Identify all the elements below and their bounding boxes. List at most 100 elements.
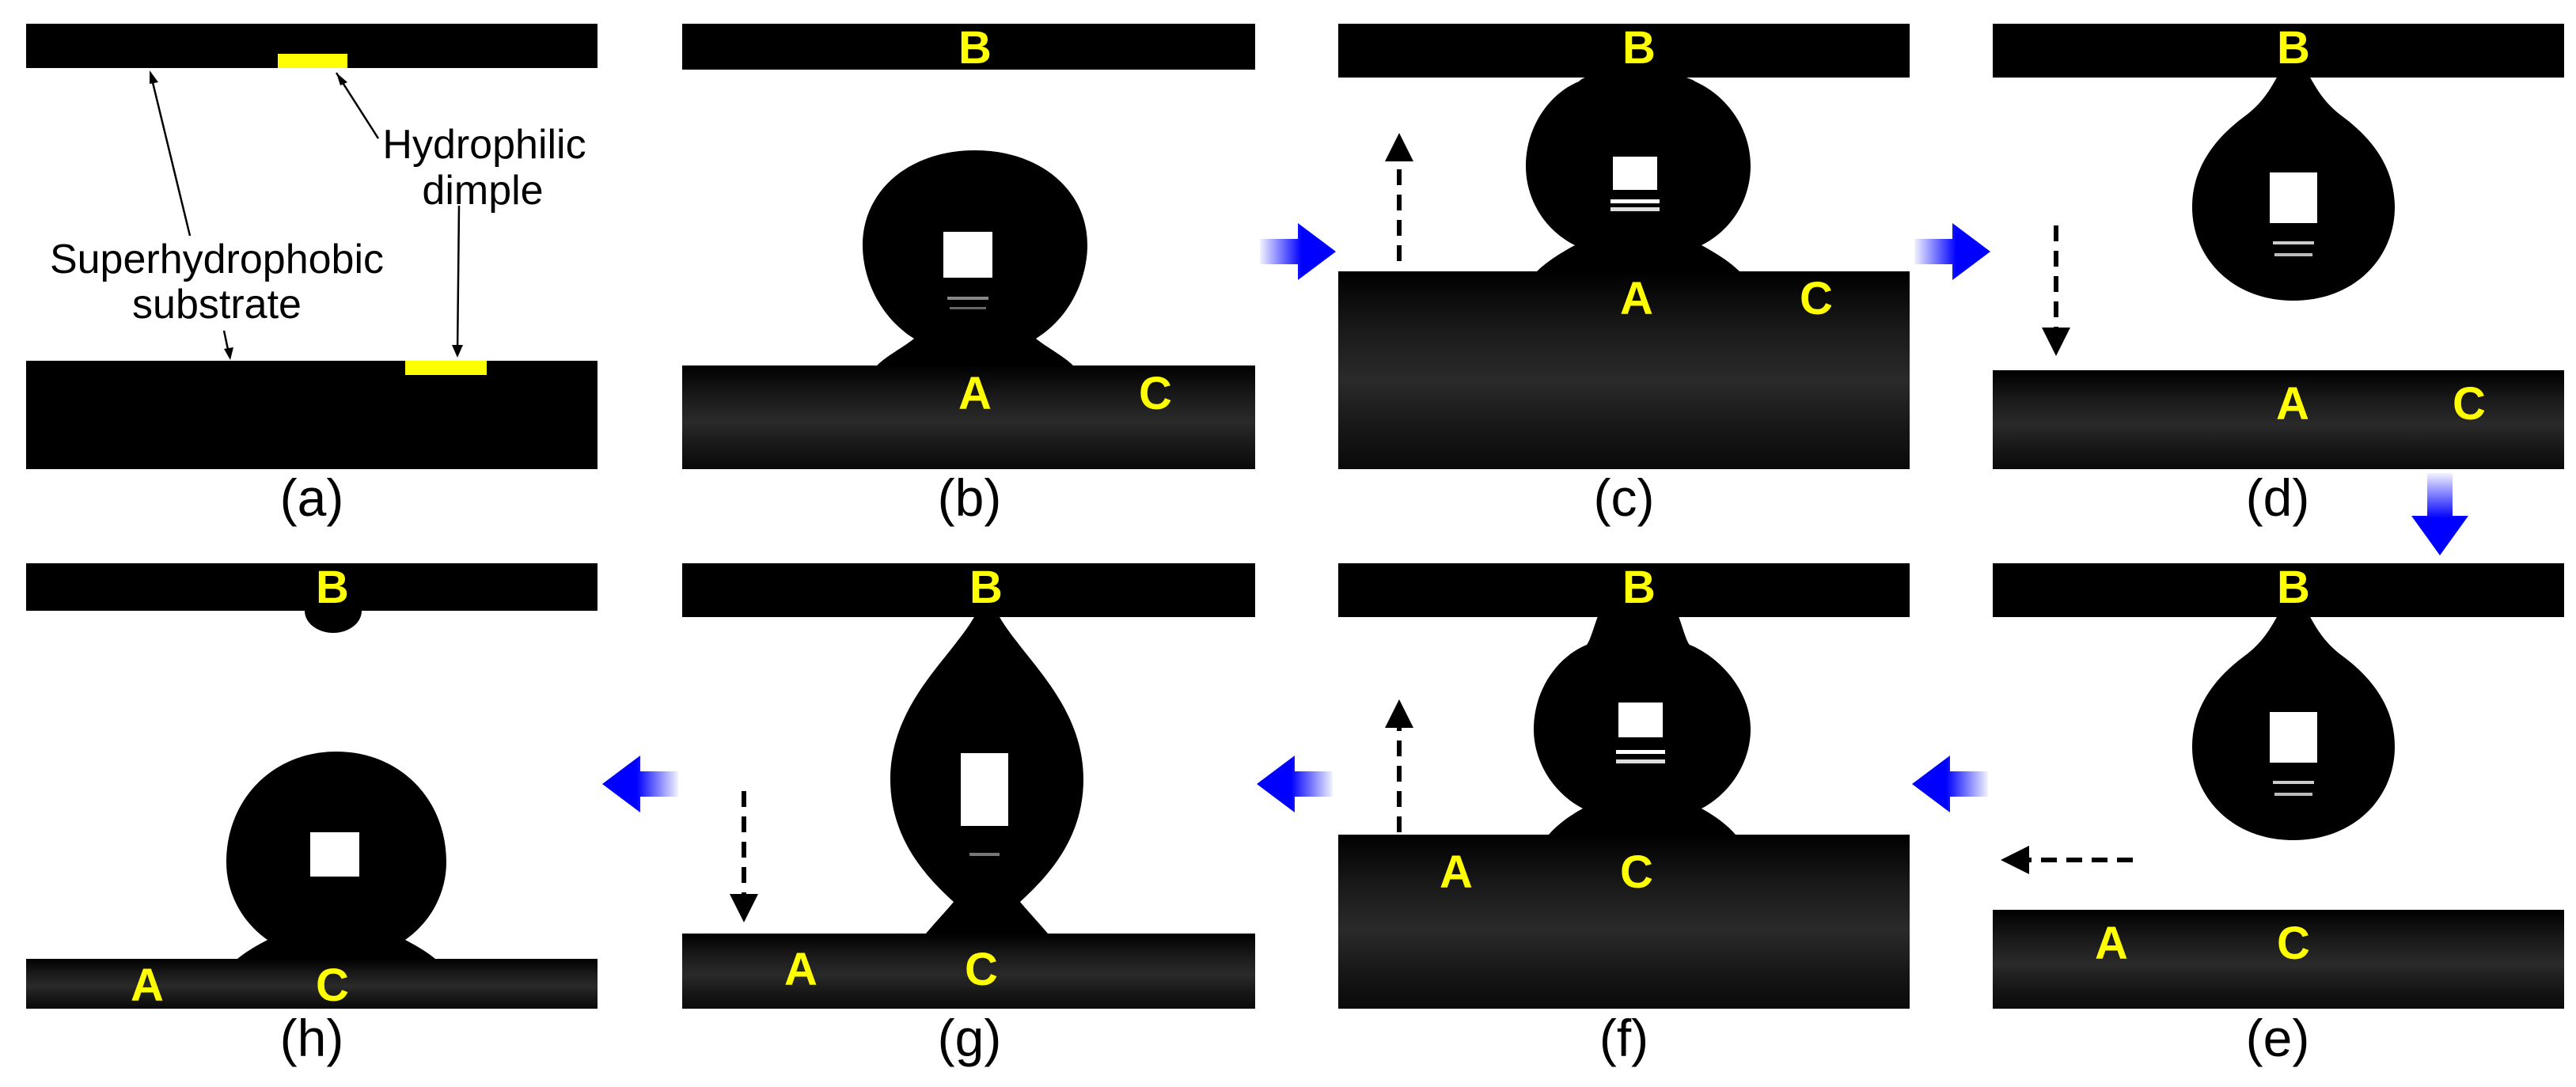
bottom-hydrophilic-dimple — [405, 361, 487, 375]
panel-d: B A C (d) — [1993, 22, 2564, 527]
droplet-highlight — [2270, 172, 2317, 223]
pointer-head-icon — [224, 347, 233, 360]
dashed-motion-arrow-icon — [730, 791, 758, 922]
caption-f: (f) — [1599, 1009, 1648, 1067]
bottom-substrate — [682, 934, 1255, 1009]
residual-droplet — [305, 611, 362, 633]
dashed-motion-arrow-icon — [2042, 225, 2070, 356]
caption-a: (a) — [280, 468, 344, 527]
hydrophilic-label-line1: Hydrophilic — [382, 122, 586, 168]
panel-c: B A C (c) — [1338, 22, 1910, 527]
point-a-label: A — [958, 368, 992, 419]
point-c-label: C — [965, 944, 998, 995]
pointer-head-icon — [452, 345, 463, 358]
caption-g: (g) — [938, 1009, 1002, 1067]
droplet-reflection — [1616, 750, 1665, 754]
droplet-highlight — [1618, 703, 1663, 737]
caption-b: (b) — [938, 468, 1002, 527]
point-c-label: C — [316, 960, 349, 1011]
droplet-reflection — [1616, 759, 1665, 763]
point-a-label: A — [1440, 846, 1473, 898]
pointer-head-icon — [336, 73, 347, 85]
point-b-label: B — [1622, 562, 1656, 613]
pointer-dimple-bottom — [456, 205, 461, 355]
panel-a: Hydrophilic dimple Superhydrophobic subs… — [26, 24, 598, 527]
dashed-motion-arrow-icon — [2001, 846, 2133, 874]
point-b-label: B — [969, 562, 1003, 613]
top-substrate — [1993, 563, 2564, 617]
bottom-substrate — [682, 365, 1255, 469]
point-a-label: A — [2095, 918, 2128, 969]
flow-arrow-d-e — [2411, 473, 2468, 555]
droplet-reflection — [2274, 253, 2312, 256]
top-hydrophilic-dimple — [278, 54, 347, 68]
bottom-substrate — [26, 959, 598, 1009]
pointer-substrate-top — [149, 72, 192, 237]
dashed-motion-arrow-icon — [1385, 133, 1413, 261]
droplet-highlight — [2270, 712, 2317, 763]
droplet-reflection — [2273, 241, 2314, 244]
top-substrate — [682, 563, 1255, 617]
bottom-substrate — [1338, 271, 1910, 469]
blue-gradient-arrow-icon — [2411, 473, 2468, 555]
point-b-label: B — [2277, 562, 2310, 613]
caption-h: (h) — [280, 1009, 344, 1067]
blue-gradient-arrow-icon — [602, 756, 678, 812]
point-a-label: A — [131, 960, 164, 1011]
top-substrate — [26, 563, 598, 611]
droplet-reflection — [1610, 207, 1660, 211]
superhydrophobic-label-line2: substrate — [132, 282, 302, 328]
panel-f: B A C (f) — [1338, 562, 1910, 1067]
point-a-label: A — [784, 944, 818, 995]
point-a-label: A — [1620, 273, 1653, 324]
flow-arrow-c-d — [1914, 223, 1990, 280]
hydrophilic-label-line2: dimple — [422, 168, 543, 214]
droplet-reflection — [947, 297, 988, 300]
point-a-label: A — [2276, 378, 2309, 430]
point-c-label: C — [1139, 368, 1172, 419]
flow-arrow-f-g — [1257, 756, 1333, 812]
droplet-reflection — [969, 853, 1000, 856]
top-substrate — [1993, 24, 2564, 78]
point-b-label: B — [958, 22, 992, 74]
droplet-highlight — [943, 232, 992, 278]
caption-e: (e) — [2246, 1009, 2310, 1067]
superhydrophobic-label-line1: Superhydrophobic — [50, 237, 384, 282]
point-c-label: C — [1800, 273, 1833, 324]
blue-gradient-arrow-icon — [1914, 223, 1990, 280]
blue-gradient-arrow-icon — [1260, 223, 1336, 280]
flow-arrow-e-f — [1912, 756, 1988, 812]
blue-gradient-arrow-icon — [1257, 756, 1333, 812]
panel-h: B A C (h) — [26, 562, 598, 1067]
dashed-motion-arrow-icon — [1385, 699, 1413, 832]
bottom-substrate — [1338, 835, 1910, 1009]
flow-arrow-b-c — [1260, 223, 1336, 280]
panel-e: B A C (e) — [1993, 562, 2564, 1067]
top-substrate — [682, 24, 1255, 70]
flow-arrow-g-h — [602, 756, 678, 812]
top-substrate — [1338, 24, 1910, 78]
droplet-highlight — [961, 753, 1008, 826]
droplet-highlight — [310, 832, 359, 877]
point-c-label: C — [2277, 918, 2310, 969]
point-b-label: B — [316, 562, 349, 613]
point-b-label: B — [2277, 22, 2310, 74]
caption-c: (c) — [1594, 468, 1655, 527]
panel-g: B A C (g) — [682, 562, 1255, 1067]
bottom-substrate — [1993, 910, 2564, 1009]
point-b-label: B — [1622, 22, 1656, 74]
bottom-substrate — [26, 361, 598, 469]
droplet-highlight — [1613, 157, 1657, 190]
droplet-reflection — [2274, 793, 2312, 796]
droplet-reflection — [1610, 199, 1660, 203]
droplet-reflection — [950, 307, 986, 309]
blue-gradient-arrow-icon — [1912, 756, 1988, 812]
point-c-label: C — [2453, 378, 2486, 430]
pointer-head-icon — [150, 70, 158, 84]
droplet-reflection — [2273, 781, 2314, 784]
panel-b: B A C (b) — [682, 22, 1255, 527]
top-substrate — [1338, 563, 1910, 617]
point-c-label: C — [1620, 846, 1653, 898]
bottom-substrate — [1993, 370, 2564, 469]
